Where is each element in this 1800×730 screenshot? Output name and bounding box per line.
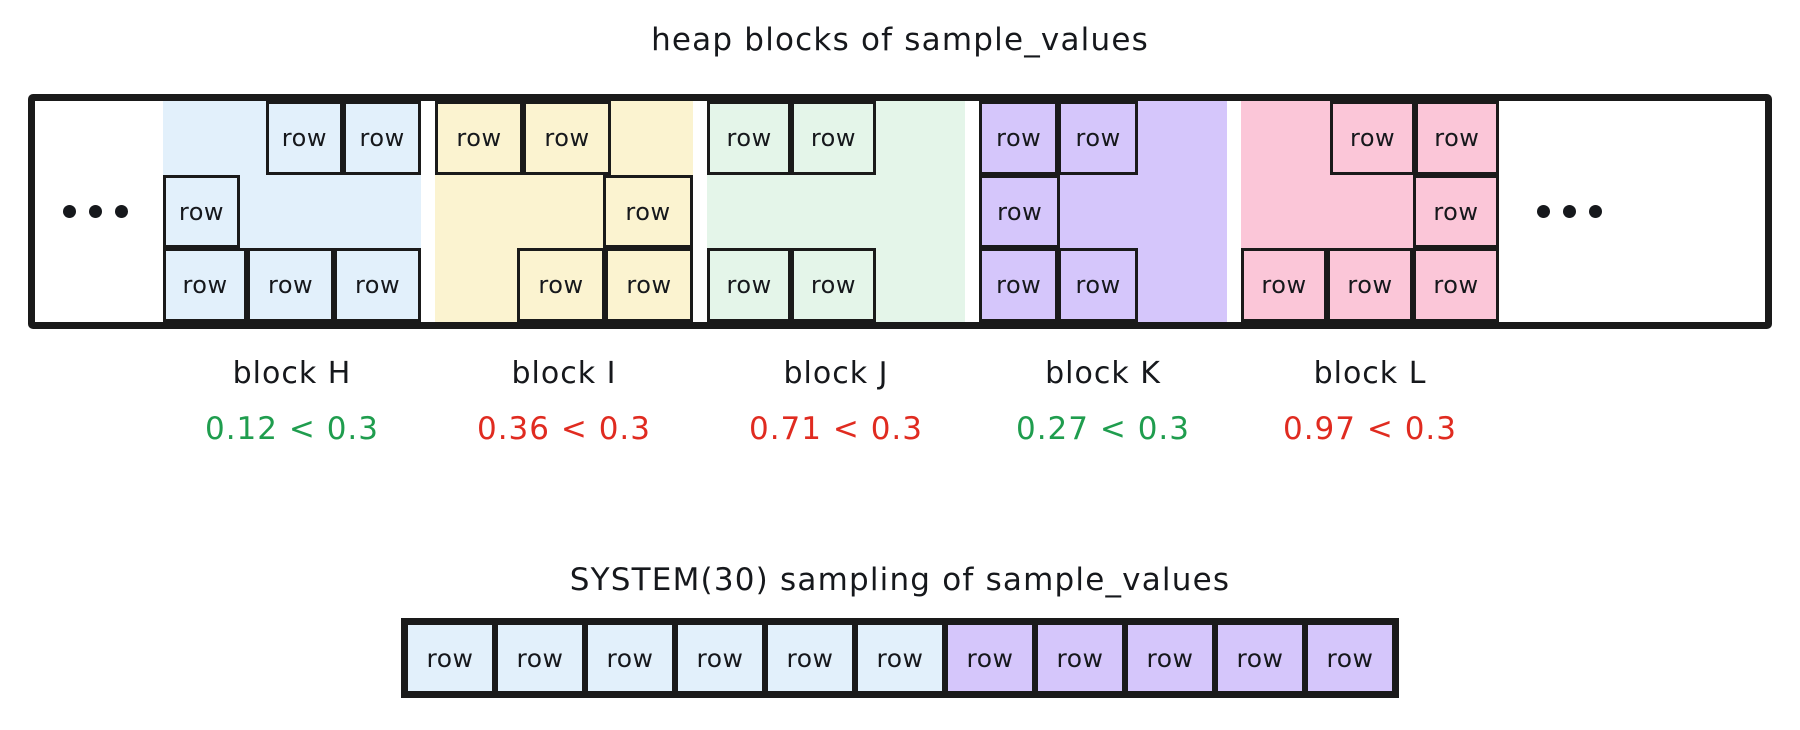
heap-row-cell[interactable]: row: [1241, 248, 1327, 323]
heap-row-cell[interactable]: row: [247, 248, 335, 323]
heap-free-space: [435, 248, 517, 323]
heap-free-space: [1241, 174, 1413, 249]
heap-row-cell[interactable]: row: [435, 101, 523, 175]
heap-free-space: [611, 101, 693, 175]
system-sample-cell[interactable]: row: [585, 622, 675, 694]
heap-row-cell[interactable]: row: [523, 101, 611, 175]
system-sample-cell[interactable]: row: [1215, 622, 1305, 694]
heap-free-space: [707, 174, 965, 249]
heap-row-cell[interactable]: row: [517, 248, 605, 323]
system-sampling-title: SYSTEM(30) sampling of sample_values: [569, 562, 1231, 598]
heap-free-space: [163, 101, 266, 175]
heap-block-j-band-1: [707, 174, 965, 249]
system-sample-cell[interactable]: row: [1125, 622, 1215, 694]
block-gap: [155, 101, 163, 322]
block-caption-i: block I: [511, 356, 617, 391]
heap-row-cell[interactable]: row: [979, 248, 1059, 323]
heap-diagram-title: heap blocks of sample_values: [651, 22, 1149, 58]
heap-row-cell[interactable]: row: [163, 174, 240, 249]
system-sample-cell[interactable]: row: [495, 622, 585, 694]
heap-free-space: [435, 174, 603, 249]
heap-row-cell[interactable]: row: [1058, 248, 1138, 323]
block-gap: [965, 101, 979, 322]
heap-block-i-band-1: row: [435, 174, 693, 249]
block-caption-h: block H: [232, 356, 352, 391]
heap-block-k-band-1: row: [979, 174, 1227, 249]
heap-free-space: [1241, 101, 1331, 175]
system-sample-cell[interactable]: row: [855, 622, 945, 694]
heap-row-cell[interactable]: row: [265, 101, 344, 175]
block-gap: [1227, 101, 1241, 322]
block-gap: [1499, 101, 1509, 322]
heap-row-cell[interactable]: row: [707, 248, 792, 323]
heap-row-cell[interactable]: row: [334, 248, 422, 323]
block-comparison-k: 0.27 < 0.3: [1015, 411, 1190, 447]
heap-block-h-band-1: row: [163, 174, 421, 249]
block-caption-j: block J: [783, 356, 889, 391]
heap-free-space: [239, 174, 421, 249]
system-sample-cell[interactable]: row: [945, 622, 1035, 694]
system-sample-cell[interactable]: row: [765, 622, 855, 694]
system-sample-cell[interactable]: row: [405, 622, 495, 694]
heap-free-space: [1060, 174, 1227, 249]
ellipsis-icon: [62, 205, 128, 218]
heap-row-cell[interactable]: row: [1412, 174, 1499, 249]
block-comparison-l: 0.97 < 0.3: [1282, 411, 1457, 447]
heap-free-space: [875, 248, 965, 323]
ellipsis-icon: [1536, 205, 1602, 218]
heap-row-cell[interactable]: row: [979, 101, 1059, 175]
heap-row-cell[interactable]: row: [1413, 248, 1499, 323]
block-comparison-j: 0.71 < 0.3: [748, 411, 923, 447]
heap-row-cell[interactable]: row: [1327, 248, 1413, 323]
heap-row-cell[interactable]: row: [791, 101, 876, 175]
heap-free-space: [1137, 248, 1227, 323]
heap-ellipsis-right: [1509, 101, 1629, 322]
heap-row-cell[interactable]: row: [163, 248, 248, 323]
block-gap: [693, 101, 707, 322]
block-comparison-h: 0.12 < 0.3: [204, 411, 379, 447]
block-comparison-i: 0.36 < 0.3: [476, 411, 651, 447]
system-sample-cell[interactable]: row: [675, 622, 765, 694]
heap-ellipsis-left: [35, 101, 155, 322]
heap-free-space: [875, 101, 965, 175]
block-caption-k: block K: [1045, 356, 1161, 391]
heap-row-cell[interactable]: row: [603, 174, 693, 249]
block-gap: [421, 101, 435, 322]
heap-block-l-band-1: row: [1241, 174, 1499, 249]
heap-row-cell[interactable]: row: [1414, 101, 1499, 175]
heap-row-cell[interactable]: row: [707, 101, 792, 175]
heap-row-cell[interactable]: row: [605, 248, 693, 323]
heap-row-cell[interactable]: row: [979, 174, 1061, 249]
block-caption-l: block L: [1313, 356, 1427, 391]
system-sample-cell[interactable]: row: [1035, 622, 1125, 694]
heap-row-cell[interactable]: row: [1330, 101, 1415, 175]
heap-row-cell[interactable]: row: [791, 248, 876, 323]
heap-free-space: [1137, 101, 1227, 175]
heap-row-cell[interactable]: row: [343, 101, 421, 175]
system-sample-cell[interactable]: row: [1305, 622, 1395, 694]
heap-row-cell[interactable]: row: [1058, 101, 1138, 175]
